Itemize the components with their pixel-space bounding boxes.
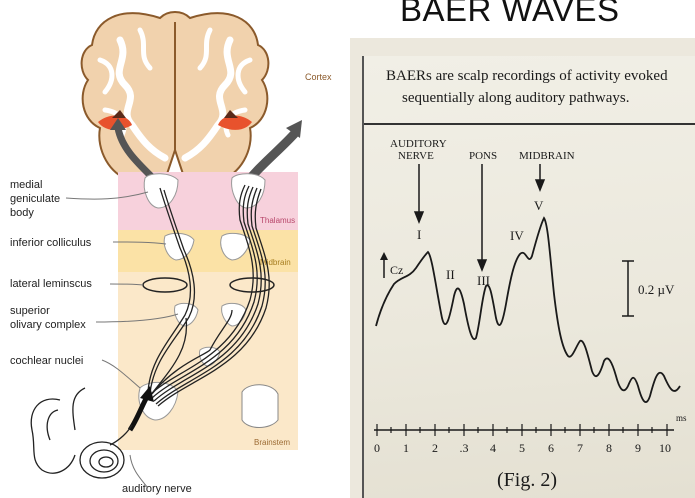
inferior-colliculus-label: inferior colliculus <box>10 237 92 249</box>
midbrain-label: Midbrain <box>260 258 291 267</box>
superior-olivary-label-line2: olivary complex <box>10 319 86 331</box>
thalamus-label: Thalamus <box>260 216 295 225</box>
x-axis-unit: ms <box>676 413 687 423</box>
baer-waveform-figure: BAERs are scalp recordings of activity e… <box>364 56 695 498</box>
wave-label-4: IV <box>510 228 524 243</box>
mgb-label-line2: geniculate <box>10 193 60 205</box>
x-tick-4: 4 <box>490 441 496 455</box>
brainstem-label: Brainstem <box>254 438 290 447</box>
caption-line2: sequentially along auditory pathways. <box>402 90 629 106</box>
caption-line1: BAERs are scalp recordings of activity e… <box>386 68 668 84</box>
wave-label-2: II <box>446 267 455 282</box>
baer-waveform-trace <box>376 218 680 402</box>
pons-marker: PONS <box>469 150 497 162</box>
auditory-pathway-diagram: Cortex Thalamus Midbrain Brainstem <box>0 0 350 498</box>
cortex-label: Cortex <box>305 72 332 82</box>
midbrain-marker: MIDBRAIN <box>519 150 575 162</box>
x-tick-8: 8 <box>606 441 612 455</box>
figure-label: (Fig. 2) <box>497 469 557 491</box>
scale-bar-label: 0.2 µV <box>638 282 675 297</box>
x-tick-6: 6 <box>548 441 554 455</box>
x-tick-5: 5 <box>519 441 525 455</box>
wave-label-5: V <box>534 198 544 213</box>
x-tick-7: 7 <box>577 441 583 455</box>
lateral-leminscus-label: lateral leminscus <box>10 278 92 290</box>
x-tick-3: .3 <box>460 441 469 455</box>
electrode-label: Cz <box>390 263 403 277</box>
mgb-label-line3: body <box>10 207 34 219</box>
x-tick-0: 0 <box>374 441 380 455</box>
x-tick-2: 2 <box>432 441 438 455</box>
x-tick-9: 9 <box>635 441 641 455</box>
brain-section <box>82 12 269 180</box>
superior-olivary-label-line1: superior <box>10 305 50 317</box>
mgb-label-line1: medial <box>10 179 42 191</box>
x-tick-1: 1 <box>403 441 409 455</box>
auditory-marker-line1: AUDITORY <box>390 138 447 150</box>
auditory-nerve-label: auditory nerve <box>122 483 192 495</box>
x-tick-10: 10 <box>659 441 671 455</box>
baer-figure-photo: BAERs are scalp recordings of activity e… <box>350 38 695 498</box>
slide-title: BAER WAVES <box>400 0 695 29</box>
ear-cochlea <box>31 388 132 478</box>
cochlear-nuclei-label: cochlear nuclei <box>10 355 83 367</box>
auditory-marker-line2: NERVE <box>398 150 434 162</box>
wave-label-1: I <box>417 227 421 242</box>
